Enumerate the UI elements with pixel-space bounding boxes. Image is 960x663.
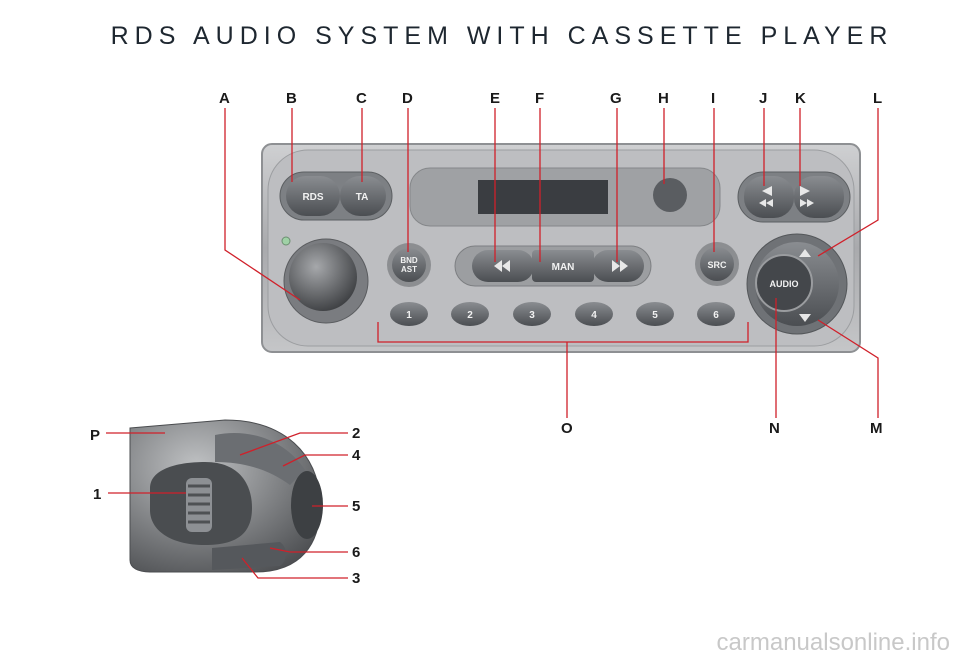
label-c: C bbox=[356, 90, 367, 107]
rds-ta-group: RDS TA bbox=[279, 171, 393, 221]
ta-button[interactable] bbox=[340, 176, 386, 216]
rewind-icon bbox=[494, 260, 502, 272]
preset-button[interactable] bbox=[697, 302, 735, 326]
audio-control: AUDIO bbox=[746, 233, 848, 335]
audio-button[interactable] bbox=[755, 254, 813, 312]
audio-button-label: AUDIO bbox=[770, 279, 799, 289]
preset-label: 1 bbox=[406, 310, 412, 321]
tuning-group: MAN bbox=[472, 250, 644, 282]
seek-forward-icon bbox=[800, 186, 810, 196]
preset-button[interactable] bbox=[390, 302, 428, 326]
src-button-label: SRC bbox=[707, 260, 727, 270]
stalk-end-button-5[interactable] bbox=[291, 471, 323, 539]
preset-label: 5 bbox=[652, 310, 658, 321]
label-2: 2 bbox=[352, 425, 361, 442]
rds-button-label: RDS bbox=[302, 192, 323, 203]
label-a: A bbox=[219, 90, 230, 107]
steering-stalk bbox=[129, 419, 323, 573]
label-5: 5 bbox=[352, 498, 361, 515]
preset-button[interactable] bbox=[636, 302, 674, 326]
label-o: O bbox=[561, 420, 573, 437]
label-4: 4 bbox=[352, 447, 361, 464]
callout-lines bbox=[106, 108, 879, 579]
stalk-button-2[interactable] bbox=[215, 433, 305, 485]
preset-button[interactable] bbox=[513, 302, 551, 326]
preset-label: 6 bbox=[713, 310, 719, 321]
label-g: G bbox=[610, 90, 622, 107]
preset-label: 2 bbox=[467, 310, 473, 321]
preset-label: 4 bbox=[591, 310, 597, 321]
label-d: D bbox=[402, 90, 413, 107]
label-m: M bbox=[870, 420, 883, 437]
cassette-slot bbox=[478, 180, 608, 214]
preset-button[interactable] bbox=[575, 302, 613, 326]
stalk-button-6[interactable] bbox=[212, 542, 286, 570]
label-k: K bbox=[795, 90, 806, 107]
track-seek-group bbox=[737, 171, 851, 223]
ta-button-label: TA bbox=[356, 192, 369, 203]
preset-button[interactable] bbox=[451, 302, 489, 326]
man-button[interactable] bbox=[532, 250, 594, 282]
seek-back-button[interactable] bbox=[744, 176, 794, 218]
eject-button[interactable] bbox=[653, 178, 687, 212]
bnd-label: BND bbox=[400, 256, 418, 265]
label-6: 6 bbox=[352, 544, 361, 561]
page-title: RDS AUDIO SYSTEM WITH CASSETTE PLAYER bbox=[110, 22, 894, 50]
ast-label: AST bbox=[401, 265, 417, 274]
rds-button[interactable] bbox=[286, 176, 340, 216]
label-1: 1 bbox=[93, 486, 102, 503]
label-h: H bbox=[658, 90, 669, 107]
bnd-ast-button[interactable]: BND AST bbox=[387, 243, 431, 287]
audio-down-icon[interactable] bbox=[799, 314, 811, 322]
footer-watermark: carmanualsonline.info bbox=[716, 629, 950, 656]
label-j: J bbox=[759, 90, 768, 107]
label-l: L bbox=[873, 90, 883, 107]
label-3: 3 bbox=[352, 570, 361, 587]
seek-forward-button[interactable] bbox=[794, 176, 844, 218]
label-n: N bbox=[769, 420, 780, 437]
label-b: B bbox=[286, 90, 297, 107]
label-e: E bbox=[490, 90, 501, 107]
man-button-label: MAN bbox=[552, 262, 575, 273]
label-i: I bbox=[711, 90, 716, 107]
seek-back-icon bbox=[762, 186, 772, 196]
fast-forward-icon bbox=[612, 260, 620, 272]
label-p: P bbox=[90, 427, 101, 444]
preset-label: 3 bbox=[529, 310, 535, 321]
audio-up-icon[interactable] bbox=[799, 249, 811, 257]
preset-buttons: 1 2 3 4 5 6 bbox=[390, 302, 735, 326]
label-f: F bbox=[535, 90, 545, 107]
src-button[interactable]: SRC bbox=[695, 242, 739, 286]
volume-knob[interactable] bbox=[281, 236, 369, 324]
indicator-light bbox=[281, 236, 291, 246]
